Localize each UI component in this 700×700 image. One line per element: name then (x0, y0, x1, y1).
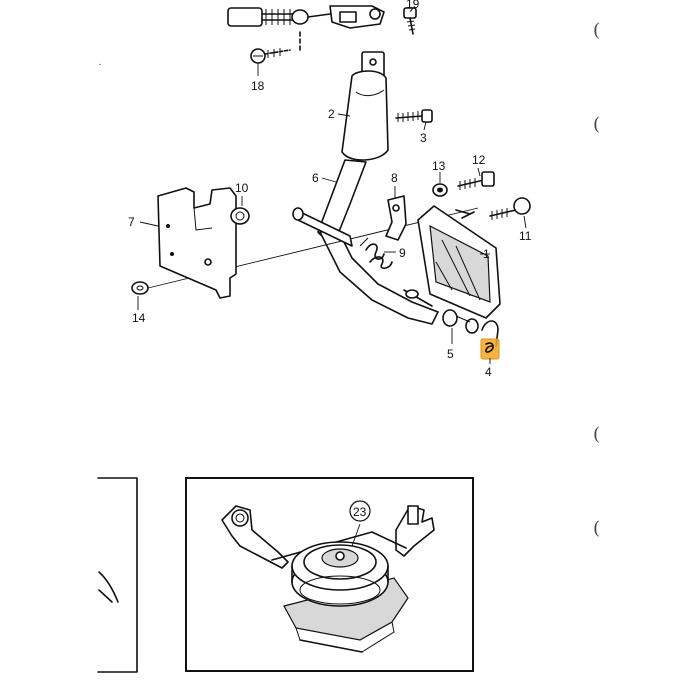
highlight-marker (480, 338, 500, 360)
callout-6: 6 (312, 171, 319, 185)
callout-10: 10 (235, 181, 249, 195)
bracket-8 (385, 195, 407, 241)
callout-18: 18 (251, 79, 265, 93)
screw-19 (403, 7, 417, 35)
callout-23-circle (349, 500, 371, 522)
callout-7: 7 (128, 215, 135, 229)
throttle-cable (95, 7, 331, 66)
callout-1: 1 (483, 247, 490, 261)
cable-clip (329, 5, 385, 29)
left-inset-panel (97, 477, 138, 673)
bolt-12 (457, 171, 495, 190)
nut-10 (230, 207, 250, 225)
callout-23: 23 (353, 505, 367, 519)
callout-4: 4 (485, 365, 492, 379)
screw-18 (250, 48, 291, 64)
callout-12: 12 (472, 153, 486, 167)
pedal-linkage (403, 289, 433, 307)
spring-clip-4 (480, 320, 500, 360)
nut-14 (131, 281, 149, 295)
margin-mark: ( (593, 114, 600, 135)
callout-labels: 1 2 3 4 5 6 7 8 9 10 11 12 13 14 18 19 (128, 0, 532, 379)
callout-2: 2 (328, 107, 335, 121)
callout-19: 19 (406, 0, 420, 11)
spring-9 (359, 237, 393, 270)
callout-5: 5 (447, 347, 454, 361)
margin-mark: ( (593, 20, 600, 41)
callout-3: 3 (420, 131, 427, 145)
margin-mark: ( (593, 518, 600, 539)
callout-11: 11 (519, 229, 532, 243)
inset-panel-23: 23 (185, 477, 474, 672)
callout-13: 13 (432, 159, 446, 173)
callout-8: 8 (391, 171, 398, 185)
leader-lines (137, 7, 527, 364)
washer-13 (432, 183, 448, 197)
callout-9: 9 (399, 246, 406, 260)
margin-marks: ( ( ( ( (593, 20, 600, 539)
bushing-5 (442, 309, 479, 334)
bolt-11 (489, 197, 531, 220)
callout-14: 14 (132, 311, 146, 325)
margin-mark: ( (593, 424, 600, 445)
screw-3 (395, 109, 433, 123)
mounting-bracket (157, 187, 237, 299)
pedal-pad (417, 205, 501, 319)
pedal-arm (317, 51, 439, 325)
